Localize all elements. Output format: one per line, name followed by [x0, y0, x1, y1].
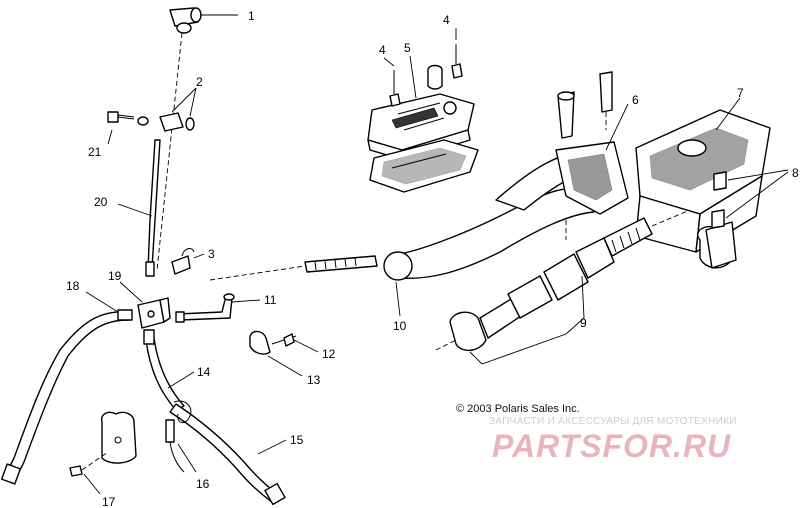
part-20-brake-line	[145, 139, 161, 277]
callout-17: 17	[102, 495, 116, 508]
callout-4a: 4	[379, 43, 386, 57]
callout-21: 21	[88, 145, 102, 159]
part-9-piston-assembly	[435, 209, 691, 351]
part-3-brake-switch	[171, 248, 195, 275]
callout-8: 8	[792, 166, 799, 180]
callout-20: 20	[94, 195, 108, 209]
callout-10: 10	[393, 319, 407, 333]
part-19-junction-block	[137, 297, 171, 329]
part-4-screws	[389, 44, 463, 107]
part-2-washers	[137, 112, 195, 132]
callout-9: 9	[580, 316, 587, 330]
pivot-rod	[209, 255, 378, 281]
callout-7: 7	[737, 86, 744, 100]
callout-2: 2	[196, 75, 203, 89]
part-8-bolts	[711, 171, 727, 229]
part-12-13-clip	[249, 330, 297, 355]
callout-12: 12	[322, 347, 336, 361]
watermark-logo: PARTSFOR.RU	[492, 428, 732, 464]
callout-1: 1	[248, 9, 255, 23]
callout-18: 18	[66, 279, 80, 293]
callout-3: 3	[208, 247, 215, 261]
callout-6: 6	[632, 93, 639, 107]
callout-4b: 4	[443, 13, 450, 27]
part-10-lever	[383, 141, 629, 281]
callout-15: 15	[290, 433, 304, 447]
callout-13: 13	[307, 373, 321, 387]
callout-5: 5	[404, 41, 411, 55]
part-14-hose-middle	[143, 329, 185, 411]
part-1-tee-fitting	[156, 7, 202, 271]
part-7-master-cylinder-body	[635, 109, 771, 269]
callout-16: 16	[196, 477, 210, 491]
part-21-bolt	[107, 111, 135, 123]
callout-14: 14	[197, 365, 211, 379]
part-16-fitting	[165, 400, 192, 473]
part-18-hose-left	[0, 309, 133, 485]
callout-19: 19	[108, 269, 122, 283]
copyright-text: © 2003 Polaris Sales Inc.	[456, 403, 580, 415]
part-11-bent-tube	[175, 293, 235, 323]
leader-lines	[83, 14, 789, 495]
callout-11: 11	[264, 293, 277, 307]
part-15-hose-right	[169, 403, 286, 506]
callout-labels: 1 2 3 4 4 5 6 7 8 9 10 11 12 13 14 15 16…	[66, 9, 799, 508]
watermark-tagline: ЗАПЧАСТИ И АКСЕССУАРЫ ДЛЯ МОТОТЕХНИКИ	[489, 416, 737, 427]
part-17-mounting-plate	[69, 411, 137, 477]
part-5-diaphragm	[369, 139, 479, 193]
part-6-pivot-pin	[557, 71, 613, 139]
